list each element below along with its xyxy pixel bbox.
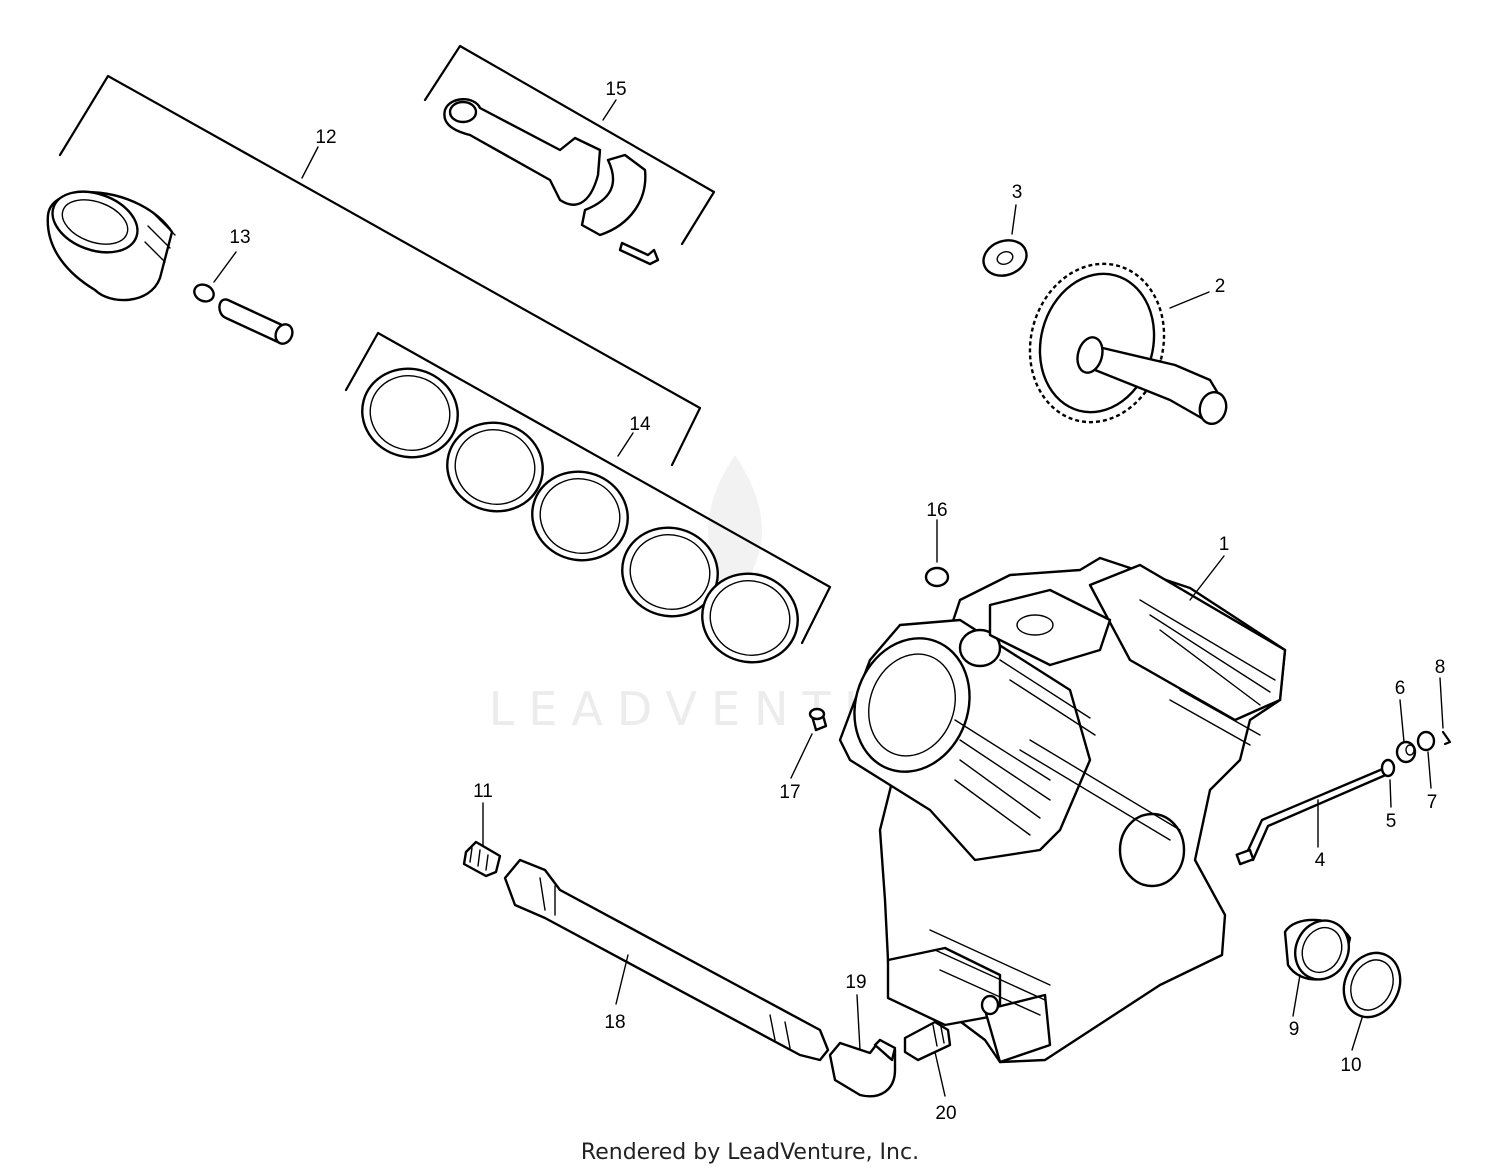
leader-lines: [213, 99, 1444, 1097]
hose-fitting-part: [903, 1020, 952, 1062]
hose-elbow-part: [828, 1038, 897, 1098]
callout-10: 10: [1340, 1055, 1361, 1076]
callout-11: 11: [473, 781, 493, 802]
callout-14: 14: [629, 414, 651, 435]
piston-assembly-group: [46, 74, 702, 467]
piston-ring-2-part: [446, 421, 544, 513]
callout-6: 6: [1395, 678, 1406, 699]
governor-bushing-part: [1395, 740, 1417, 764]
piston-ring-4-part: [621, 526, 719, 618]
callout-5: 5: [1386, 811, 1397, 832]
piston-pin-circlip-part: [193, 283, 215, 303]
piston-ring-3-part: [531, 470, 629, 562]
callout-12: 12: [315, 127, 336, 148]
callout-13: 13: [229, 227, 250, 248]
governor-clip-part: [1416, 730, 1436, 752]
governor-shaft-part: [1235, 766, 1390, 866]
connecting-rod-part: [443, 98, 660, 266]
callout-1: 1: [1219, 534, 1230, 555]
footer-credit: Rendered by LeadVenture, Inc.: [580, 1140, 920, 1165]
callout-8: 8: [1435, 657, 1446, 678]
callout-17: 17: [779, 782, 800, 803]
callout-18: 18: [604, 1012, 625, 1033]
cup-plug-part: [924, 566, 950, 588]
dowel-pin-part: [808, 707, 828, 732]
callout-7: 7: [1427, 792, 1438, 813]
callout-9: 9: [1289, 1019, 1300, 1040]
callout-4: 4: [1315, 850, 1326, 871]
callout-19: 19: [845, 972, 866, 993]
callout-20: 20: [935, 1103, 956, 1124]
oil-seal-part: [1342, 951, 1402, 1019]
main-bearing-part: [1283, 918, 1352, 981]
callout-2: 2: [1215, 276, 1226, 297]
callout-labels: 1 2 3 4 5 6 7 8 9 10 11 12 13 14 15 16 1…: [229, 79, 1445, 1124]
camshaft-part: [1028, 262, 1228, 426]
connecting-rod-group: [423, 44, 716, 266]
governor-washer-part: [1380, 758, 1396, 778]
piston-ring-set-group: [344, 331, 832, 664]
piston-ring-1-part: [361, 367, 459, 459]
piston-pin-part: [218, 298, 294, 345]
breather-fitting-part: [462, 840, 502, 878]
governor-pin-part: [1441, 730, 1452, 746]
callout-3: 3: [1012, 182, 1023, 203]
crankcase-part: [838, 556, 1287, 1064]
oil-fill-tube-part: [503, 858, 830, 1062]
piston-part: [46, 190, 176, 302]
camshaft-washer-part: [982, 239, 1028, 277]
callout-15: 15: [605, 79, 626, 100]
callout-16: 16: [926, 500, 947, 521]
piston-ring-5-part: [701, 572, 799, 664]
